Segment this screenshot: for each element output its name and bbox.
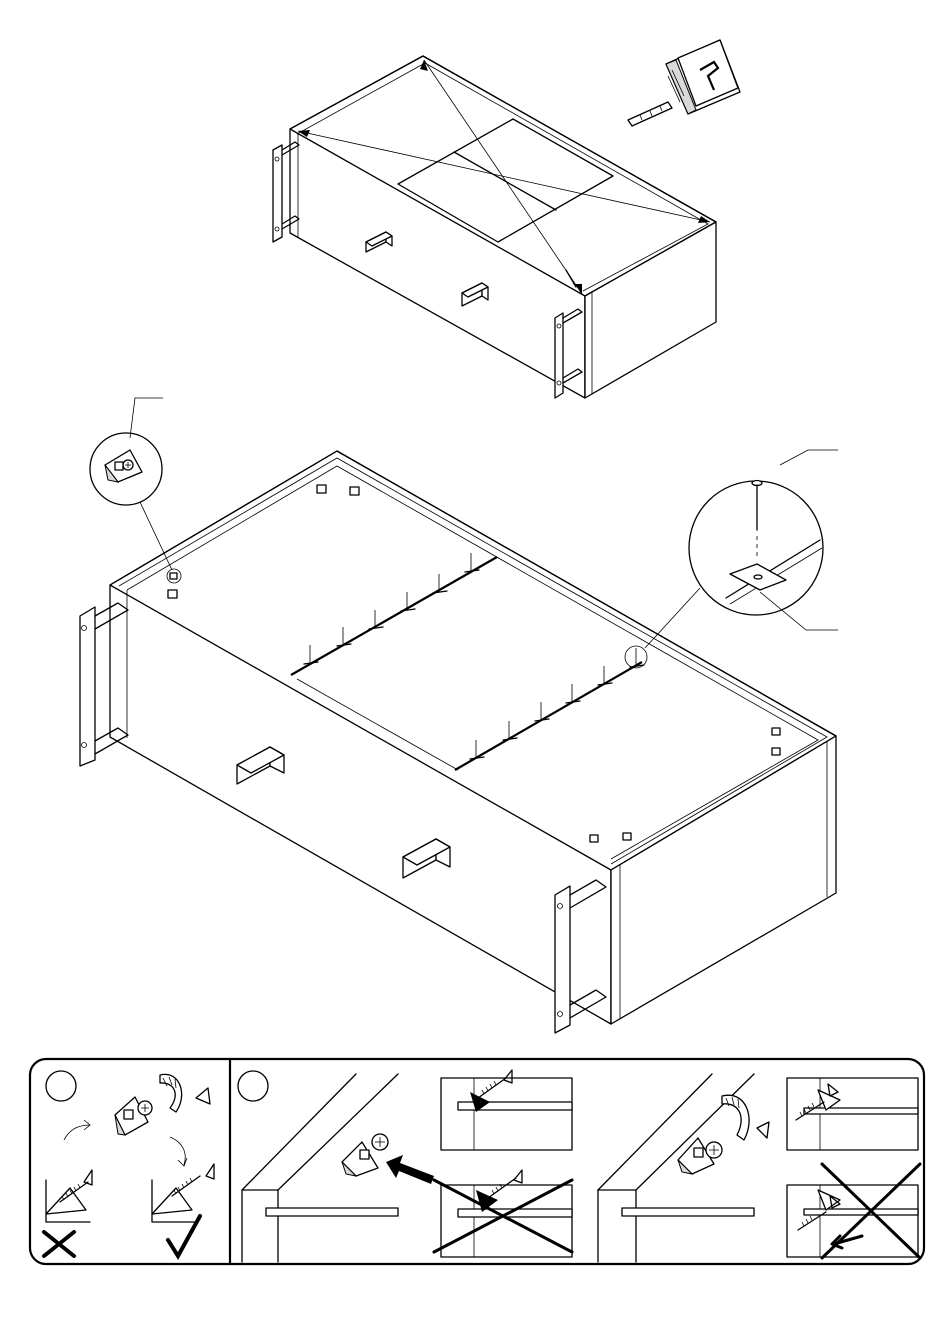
screw-icon [152,1164,214,1222]
push-arrow-icon [832,1236,862,1248]
cam-connector-icon [342,1134,388,1176]
step-badge [46,1071,76,1101]
rotation-arrow-icon [722,1095,769,1140]
rotation-arrow-icon [160,1074,210,1112]
screw-icon [46,1170,92,1222]
curved-arrow-icon [170,1137,187,1166]
comparison-box-top [441,1070,572,1150]
step-badge [238,1071,268,1101]
comparison-box-bottom [434,1170,572,1257]
cam-connector-icon [678,1138,722,1174]
comparison-box-top [787,1078,918,1150]
tape-measure-icon [628,40,740,126]
nail-callout [625,450,838,668]
upper-cabinet-diagram [273,40,740,398]
push-arrow-icon [386,1155,434,1184]
comparison-box-bottom [787,1164,920,1258]
curved-arrow-icon [64,1120,90,1140]
cam-lock-rule [44,1071,214,1256]
panel-section [598,1074,769,1262]
cam-connector-icon [115,1097,152,1135]
drilling-rule [238,1070,920,1262]
lower-cabinet-diagram [80,398,838,1033]
instruction-panel [30,1059,924,1264]
cam-connector-callout [90,398,172,570]
cross-mark [44,1232,74,1256]
panel-section [242,1074,434,1262]
